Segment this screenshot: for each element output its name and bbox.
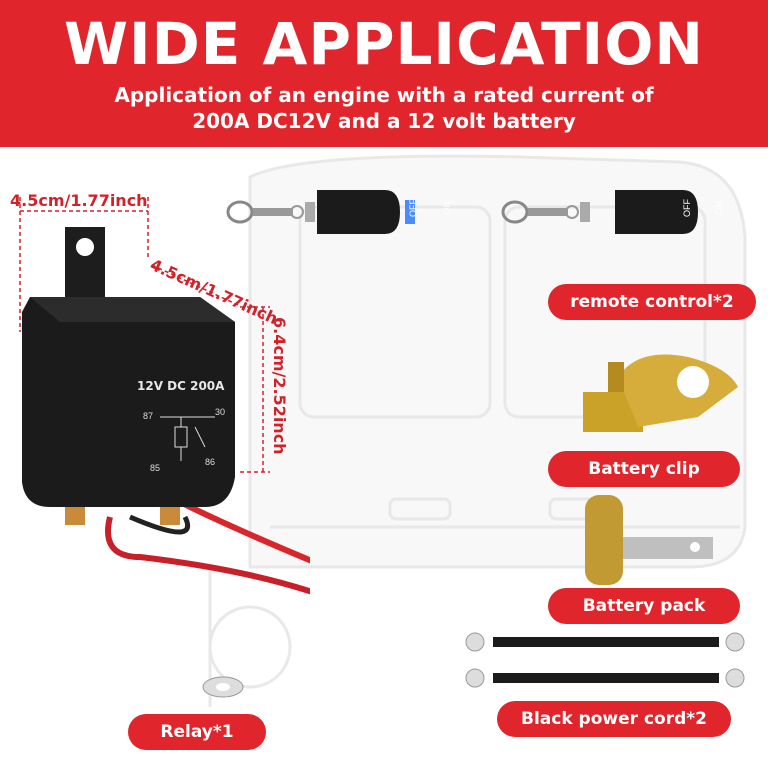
remote-1-on-button: ON bbox=[441, 201, 452, 215]
remote-2-off-button: OFF bbox=[682, 199, 692, 217]
subtitle-line-2: 200A DC12V and a 12 volt battery bbox=[192, 109, 576, 133]
remote-control-image-2 bbox=[501, 190, 698, 234]
subtitle-line-1: Application of an engine with a rated cu… bbox=[114, 83, 654, 107]
dimension-height-label: 6.4cm/2.52inch bbox=[270, 317, 289, 455]
remote-control-label: remote control*2 bbox=[548, 284, 756, 320]
battery-pack-label: Battery pack bbox=[548, 588, 740, 624]
relay-pin-86: 86 bbox=[205, 457, 216, 467]
relay-rating-label: 12V DC 200A bbox=[137, 379, 225, 393]
remote-control-image-1 bbox=[226, 190, 415, 234]
remote-1-off-button: OFF bbox=[408, 199, 418, 217]
header-banner: WIDE APPLICATION Application of an engin… bbox=[0, 0, 768, 147]
relay-image bbox=[22, 227, 310, 595]
relay-pin-87: 87 bbox=[143, 411, 154, 421]
relay-label: Relay*1 bbox=[128, 714, 266, 750]
product-scene: 4.5cm/1.77inch 4.5cm/1.77inch 6.4cm/2.52… bbox=[0, 147, 768, 768]
dimension-width-label: 4.5cm/1.77inch bbox=[10, 191, 148, 210]
black-power-cord-label: Black power cord*2 bbox=[497, 701, 731, 737]
battery-pack-image bbox=[585, 495, 713, 585]
relay-schematic-icon bbox=[160, 416, 215, 461]
relay-pin-30: 30 bbox=[215, 407, 226, 417]
battery-clip-image bbox=[583, 354, 738, 432]
remote-2-on-button: ON bbox=[713, 201, 724, 215]
black-power-cord-image bbox=[465, 632, 745, 688]
page-title: WIDE APPLICATION bbox=[64, 10, 704, 78]
ring-terminal-icon bbox=[202, 676, 244, 698]
relay-pin-85: 85 bbox=[150, 463, 161, 473]
battery-clip-label: Battery clip bbox=[548, 451, 740, 487]
dimension-arrows bbox=[19, 197, 270, 473]
